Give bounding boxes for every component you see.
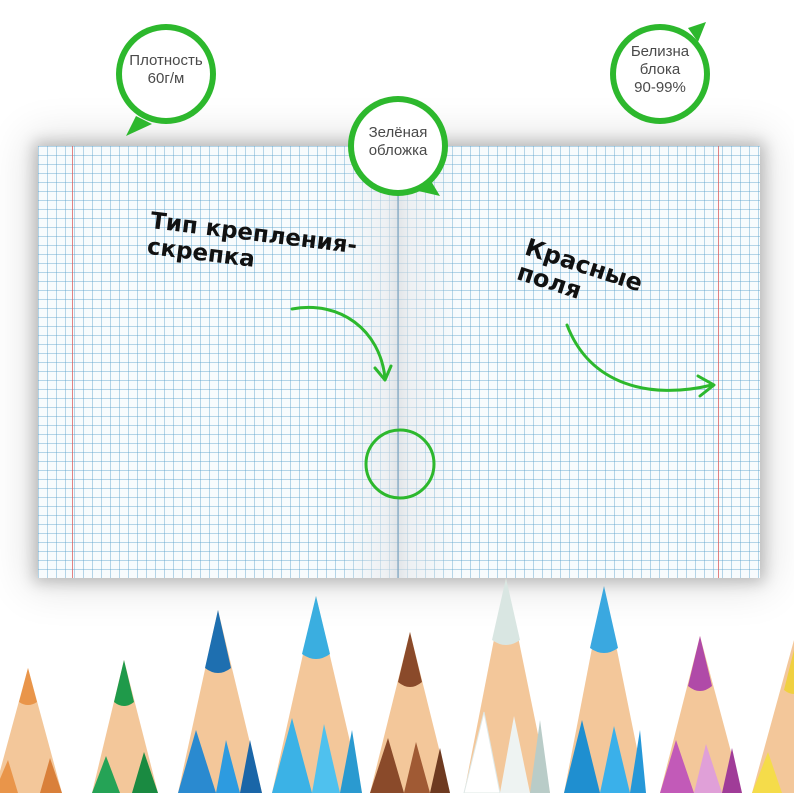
staple-highlight-circle bbox=[364, 428, 436, 500]
margins-arrow bbox=[565, 323, 714, 392]
speech-bubble-icon bbox=[116, 24, 216, 136]
brown-pencil-icon bbox=[370, 632, 450, 793]
red-margin-left bbox=[72, 146, 73, 578]
staple-spine bbox=[397, 146, 399, 578]
blue-pencil-icon bbox=[178, 610, 262, 793]
margins-arrowhead bbox=[696, 374, 716, 398]
notebook-page bbox=[38, 146, 760, 578]
light-blue-pencil-icon bbox=[272, 596, 362, 793]
whiteness-badge: Белизна блока 90-99% bbox=[606, 20, 714, 128]
density-label: Плотность 60г/м bbox=[129, 52, 203, 87]
cover-label: Зелёная обложка bbox=[368, 124, 428, 159]
speech-bubble-icon bbox=[610, 22, 710, 124]
speech-bubble-icon bbox=[348, 96, 448, 196]
green-pencil-icon bbox=[92, 660, 158, 793]
red-margin-right bbox=[718, 146, 719, 578]
density-badge: Плотность 60г/м bbox=[112, 20, 220, 136]
binding-arrowhead bbox=[373, 364, 393, 382]
binding-arrow bbox=[290, 306, 387, 380]
whiteness-label: Белизна блока 90-99% bbox=[630, 43, 690, 96]
white-pencil-icon bbox=[463, 578, 550, 793]
sky-blue-pencil-icon bbox=[564, 586, 646, 793]
cover-badge: Зелёная обложка bbox=[344, 92, 452, 200]
yellow-pencil-icon bbox=[752, 640, 794, 793]
pink-pencil-icon bbox=[660, 636, 742, 793]
orange-pencil-icon bbox=[0, 668, 62, 793]
